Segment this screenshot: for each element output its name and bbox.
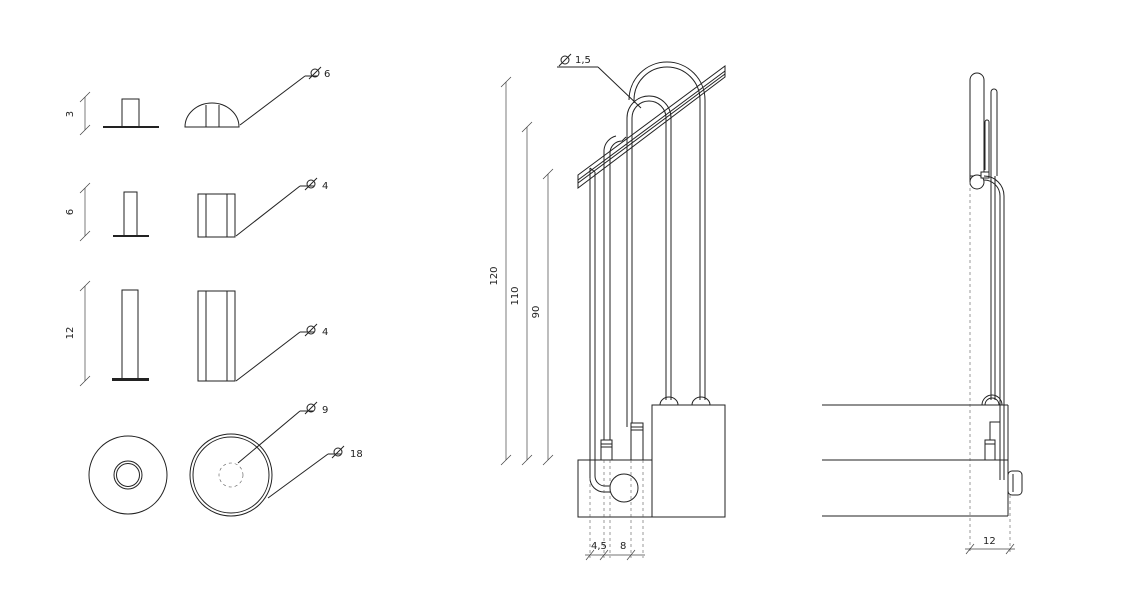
height-label-120: 120 <box>489 266 500 285</box>
diameter-label-6: 6 <box>324 69 330 80</box>
width-label-4-5: 4,5 <box>591 541 607 552</box>
upper-block <box>651 404 726 518</box>
front-view: 120 110 90 1,5 <box>489 53 726 561</box>
side-tubes <box>969 72 1005 480</box>
top-view-ring-outer <box>189 433 273 517</box>
peg-row-medium: 6 4 <box>65 177 328 242</box>
diameter-label-4b: 4 <box>322 327 328 338</box>
peg-long-base <box>112 378 149 381</box>
side-knob <box>1007 470 1023 496</box>
height-label-6: 6 <box>65 209 76 215</box>
peg-short-base <box>103 126 159 128</box>
height-label-3: 3 <box>65 111 76 117</box>
height-label-12: 12 <box>65 327 76 340</box>
width-label-12: 12 <box>983 536 996 547</box>
peg-long-front <box>197 290 236 382</box>
height-label-110: 110 <box>510 286 521 305</box>
block-pegs <box>600 422 644 461</box>
peg-row-long: 12 4 <box>65 280 328 387</box>
peg-medium-front <box>197 193 236 238</box>
peg-long-side <box>121 289 139 380</box>
front-bottom-dims: 4,5 8 <box>585 460 645 561</box>
side-view: 12 <box>822 72 1023 555</box>
tube-loops <box>589 61 706 493</box>
shelf-lines <box>822 404 1009 517</box>
side-pegs <box>984 421 1023 496</box>
front-knob <box>609 473 639 503</box>
top-view-hidden-hole <box>218 462 244 488</box>
side-bottom-dim: 12 <box>965 182 1015 555</box>
peg-medium-base <box>113 235 149 237</box>
diameter-label-9: 9 <box>322 405 328 416</box>
peg-profiles: 3 6 6 4 <box>65 66 363 517</box>
peg-short-side <box>121 98 140 128</box>
peg-short-dome <box>184 102 240 128</box>
peg-row-short: 3 6 <box>65 66 330 136</box>
peg-top-views: 9 18 <box>88 401 363 517</box>
diameter-label-18: 18 <box>350 449 363 460</box>
width-label-8: 8 <box>620 541 626 552</box>
top-view-outer <box>88 435 168 515</box>
diameter-label-1-5: 1,5 <box>575 55 591 66</box>
base-blocks <box>577 396 726 518</box>
height-label-90: 90 <box>531 306 542 319</box>
diameter-label-4a: 4 <box>322 181 328 192</box>
stair-rail <box>577 65 726 190</box>
tube-diameter-callout: 1,5 <box>557 53 642 109</box>
front-height-dims: 120 110 90 <box>489 76 554 466</box>
peg-medium-side <box>123 191 138 237</box>
